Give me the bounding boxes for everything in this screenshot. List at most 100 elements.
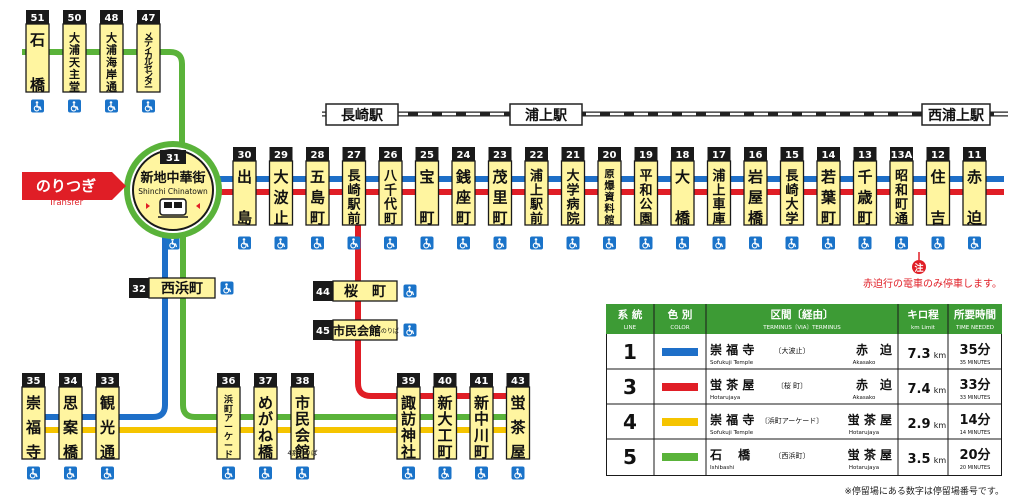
stop-name-char: 岩 xyxy=(747,168,763,186)
legend-from-en: Hotarujaya xyxy=(710,395,740,401)
legend-minutes: 14分 xyxy=(959,412,990,428)
stop-name: 千歳町 xyxy=(857,168,872,227)
stop-name: 大浦天主堂 xyxy=(69,30,81,93)
wheelchair-icon-wheel xyxy=(897,242,904,249)
legend-via: 〔大波止〕 xyxy=(775,346,810,355)
note-akasako: 赤迫行の電車のみ停車します。 xyxy=(863,277,1002,290)
stop-number: 24 xyxy=(457,150,471,161)
stop-name-char: ド xyxy=(224,450,233,461)
stop-number-bg xyxy=(233,147,256,161)
stop-name: 新中川町 xyxy=(473,394,489,461)
stop-name-char: 町 xyxy=(419,209,434,227)
stop-number-bg xyxy=(26,10,49,24)
legend-header-ja: 区間〔経由〕 xyxy=(771,308,834,321)
wheelchair-icon-wheel xyxy=(386,242,393,249)
stop-number-bg xyxy=(488,147,512,161)
legend-km-unit: km xyxy=(934,421,947,430)
stop-name-char: 崇 xyxy=(26,394,41,412)
stop-name-char: 町 xyxy=(437,443,452,461)
stop-name-char: 車 xyxy=(712,197,725,213)
stop-name: 蛍茶屋 xyxy=(510,394,526,461)
legend-from: 崇 福 寺 xyxy=(710,412,754,427)
wheelchair-icon-wheel xyxy=(751,242,758,249)
stop-number: 30 xyxy=(238,150,252,161)
wheelchair-icon xyxy=(402,466,415,480)
stop-number-bg xyxy=(744,147,767,161)
stop-name-char: ー xyxy=(224,423,233,433)
wheelchair-icon xyxy=(403,284,417,298)
wheelchair-icon xyxy=(166,236,180,250)
stop-name-box xyxy=(633,160,659,226)
legend-to: 蛍 茶 屋 xyxy=(848,412,892,427)
wheelchair-icon-wheel xyxy=(441,472,448,479)
stop-number: 11 xyxy=(968,150,982,161)
wheelchair-icon-wheel xyxy=(788,242,795,249)
stop-name: メディカルセンター xyxy=(144,32,154,94)
wheelchair-icon-head xyxy=(226,468,230,471)
stop-number-bg xyxy=(671,147,694,161)
stop-number-bg xyxy=(306,147,329,161)
stop-name-char: が xyxy=(258,410,274,428)
stop-name-char: ィ xyxy=(144,45,153,55)
stop-name: 浦上車庫 xyxy=(712,168,725,227)
stop-name-box xyxy=(290,386,315,460)
wheelchair-icon-head xyxy=(146,101,150,104)
wheelchair-icon xyxy=(31,99,44,113)
stop-name-char: 公 xyxy=(639,198,652,213)
stop-name: 原爆資料館 xyxy=(603,169,615,227)
stop-name-char: 学 xyxy=(785,211,798,227)
stop-name-char: 浦 xyxy=(712,168,725,184)
wheelchair-icon-wheel xyxy=(224,472,231,479)
stop-name-char: 蛍 xyxy=(510,394,525,412)
stop-number: 50 xyxy=(68,13,82,24)
wheelchair-icon-wheel xyxy=(277,242,284,249)
legend-line-number: 1 xyxy=(623,340,637,364)
stop-name-char: 駅 xyxy=(529,198,544,213)
stop-number: 33 xyxy=(101,376,115,387)
stop-number-bg xyxy=(291,373,314,387)
wheelchair-icon xyxy=(259,466,272,480)
wheelchair-icon-head xyxy=(263,468,267,471)
stop-name-char: 資 xyxy=(604,191,615,204)
stop-name: 大波止 xyxy=(273,168,289,227)
stop-name-box xyxy=(560,160,586,226)
stop-name-char: メ xyxy=(144,32,153,43)
stops: 30出島29大波止28五島町27長崎駅前26八千代町25宝町24銭座町23茂里町… xyxy=(21,10,987,480)
stop-number-bg xyxy=(22,373,45,387)
stop-name-char: ー xyxy=(224,441,233,451)
stop-name-char: 大 xyxy=(675,168,690,186)
legend-header-bg xyxy=(606,304,1002,334)
wheelchair-icon-wheel xyxy=(459,242,466,249)
wheelchair-icon-wheel xyxy=(169,242,176,249)
wheelchair-icon-wheel xyxy=(532,242,539,249)
transfer-callout xyxy=(22,172,126,200)
stop-number-bg xyxy=(707,147,731,161)
stop-name-box xyxy=(305,160,330,226)
stop-number-bg xyxy=(525,147,548,161)
legend-header-ja: 所要時間 xyxy=(954,308,996,321)
footnote: ※停留場にある数字は停留場番号です。 xyxy=(844,485,1004,497)
wheelchair-icon-head xyxy=(300,468,304,471)
legend-to-en: Akasako xyxy=(853,360,876,366)
stop-number: 48 xyxy=(105,13,119,24)
wheelchair-icon xyxy=(493,236,507,250)
stop-name: 八千代町 xyxy=(383,169,398,227)
stop-number-bg xyxy=(379,147,402,161)
stop-name-box xyxy=(524,160,549,226)
stop-name-char: 茂 xyxy=(492,168,507,186)
stop-name-box xyxy=(670,160,695,226)
stop-name: 長崎駅前 xyxy=(346,169,361,227)
legend-from: 蛍 茶 屋 xyxy=(710,377,754,392)
wheelchair-icon-head xyxy=(607,238,611,241)
stop-name: 観光通 xyxy=(99,394,115,461)
wheelchair-icon-wheel xyxy=(103,472,110,479)
wheelchair-icon xyxy=(931,236,945,250)
stop-number: 45 xyxy=(316,326,330,337)
stop-name-box xyxy=(95,386,120,460)
